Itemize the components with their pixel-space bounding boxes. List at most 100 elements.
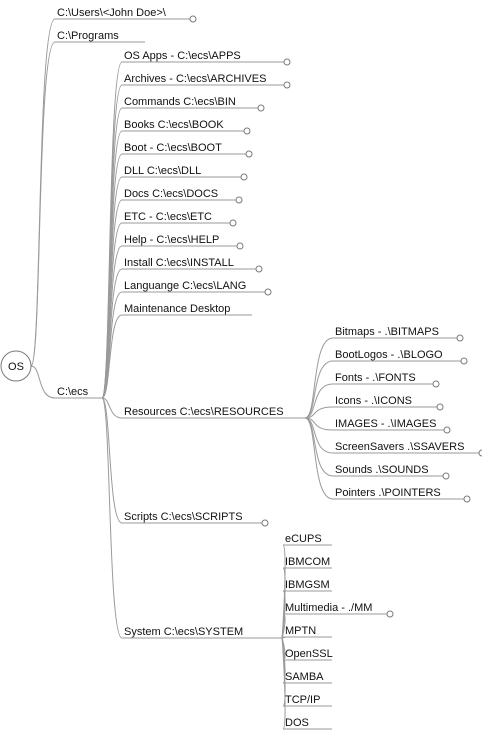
folder-node[interactable]: DLL C:\ecs\DLL	[122, 165, 248, 181]
collapsed-branch-icon[interactable]	[463, 495, 471, 503]
collapsed-branch-icon[interactable]	[432, 380, 440, 388]
collapsed-branch-icon[interactable]	[229, 219, 237, 227]
subfolder-node-label: eCUPS	[285, 533, 322, 545]
subfolder-node[interactable]: Icons - .\ICONS	[333, 395, 444, 411]
subfolder-node-label: Multimedia - ./MM	[285, 602, 372, 614]
subfolder-node-label: MPTN	[285, 625, 316, 637]
folder-node[interactable]: OS Apps - C:\ecs\APPS	[122, 50, 291, 66]
branch-node[interactable]: C:\Users\<John Doe>\	[55, 7, 197, 23]
collapsed-branch-icon[interactable]	[443, 426, 451, 434]
mind-map-connectors	[30, 18, 334, 730]
folder-node-label: Commands C:\ecs\BIN	[124, 96, 236, 108]
subfolder-node[interactable]: Bitmaps - .\BITMAPS	[333, 326, 464, 342]
branch-node-label: C:\Programs	[57, 30, 119, 42]
collapsed-branch-icon[interactable]	[283, 81, 291, 89]
folder-node[interactable]: Help - C:\ecs\HELP	[122, 234, 244, 250]
folder-node[interactable]: Boot - C:\ecs\BOOT	[122, 142, 253, 158]
collapsed-branch-icon[interactable]	[236, 242, 244, 250]
collapsed-branch-icon[interactable]	[240, 173, 248, 181]
branch-node-label: C:\ecs	[57, 386, 89, 398]
connector-level1	[30, 18, 56, 367]
subfolder-node-label: IMAGES - .\IMAGES	[335, 418, 436, 430]
subfolder-node[interactable]: TCP/IP	[283, 694, 332, 707]
folder-node-label: Archives - C:\ecs\ARCHIVES	[124, 73, 266, 85]
subfolder-node-label: BootLogos - .\BLOGO	[335, 349, 443, 361]
folder-node-label: ETC - C:\ecs\ETC	[124, 211, 212, 223]
connector-level3	[304, 406, 334, 419]
subfolder-node[interactable]: Fonts - .\FONTS	[333, 372, 440, 388]
subfolder-node-label: Sounds .\SOUNDS	[335, 464, 429, 476]
collapsed-branch-icon[interactable]	[255, 265, 263, 273]
folder-node[interactable]: Commands C:\ecs\BIN	[122, 96, 265, 112]
folder-node[interactable]: Books C:\ecs\BOOK	[122, 119, 251, 135]
collapsed-branch-icon[interactable]	[235, 196, 243, 204]
folder-node[interactable]: Install C:\ecs\INSTALL	[122, 257, 263, 273]
collapsed-branch-icon[interactable]	[456, 334, 464, 342]
subfolder-node[interactable]: OpenSSL	[283, 648, 333, 661]
subfolder-node[interactable]: Multimedia - ./MM	[283, 602, 394, 618]
folder-node[interactable]: ETC - C:\ecs\ETC	[122, 211, 237, 227]
collapsed-branch-icon[interactable]	[460, 357, 468, 365]
folder-node-label: OS Apps - C:\ecs\APPS	[124, 50, 241, 62]
collapsed-branch-icon[interactable]	[478, 449, 482, 457]
connector-level3	[304, 337, 334, 419]
subfolder-node[interactable]: ScreenSavers .\SSAVERS	[333, 441, 482, 457]
branch-node[interactable]: C:\Programs	[55, 30, 145, 43]
subfolder-node-label: DOS	[285, 717, 309, 729]
subfolder-node[interactable]: SAMBA	[283, 671, 332, 684]
folder-node[interactable]: Scripts C:\ecs\SCRIPTS	[122, 511, 269, 527]
folder-node[interactable]: Maintenance Desktop	[122, 303, 252, 316]
collapsed-branch-icon[interactable]	[442, 472, 450, 480]
folder-node-label: Docs C:\ecs\DOCS	[124, 188, 218, 200]
collapsed-branch-icon[interactable]	[243, 127, 251, 135]
connector-level2	[101, 397, 123, 419]
folder-node[interactable]: Docs C:\ecs\DOCS	[122, 188, 243, 204]
folder-node[interactable]: System C:\ecs\SYSTEM	[122, 626, 282, 639]
branch-node[interactable]: C:\ecs	[55, 386, 102, 399]
connector-level1	[30, 41, 56, 367]
collapsed-branch-icon[interactable]	[245, 150, 253, 158]
subfolder-node-label: Bitmaps - .\BITMAPS	[335, 326, 439, 338]
subfolder-node[interactable]: IMAGES - .\IMAGES	[333, 418, 451, 434]
folder-node-label: Boot - C:\ecs\BOOT	[124, 142, 222, 154]
subfolder-node[interactable]: IBMGSM	[283, 579, 332, 592]
subfolder-node-label: OpenSSL	[285, 648, 333, 660]
root-node-label: OS	[8, 361, 24, 373]
folder-node[interactable]: Languange C:\ecs\LANG	[122, 280, 272, 296]
connector-level3	[304, 383, 334, 419]
subfolder-node[interactable]: DOS	[283, 717, 332, 730]
subfolder-node[interactable]: MPTN	[283, 625, 332, 638]
folder-node-label: System C:\ecs\SYSTEM	[124, 626, 243, 638]
collapsed-branch-icon[interactable]	[436, 403, 444, 411]
connector-level3	[304, 417, 334, 500]
folder-node[interactable]: Resources C:\ecs\RESOURCES	[122, 406, 305, 419]
subfolder-node-label: ScreenSavers .\SSAVERS	[335, 441, 464, 453]
folder-node-label: Install C:\ecs\INSTALL	[124, 257, 234, 269]
folder-node-label: Books C:\ecs\BOOK	[124, 119, 224, 131]
folder-node[interactable]: Archives - C:\ecs\ARCHIVES	[122, 73, 291, 89]
collapsed-branch-icon[interactable]	[257, 104, 265, 112]
folder-node-label: Maintenance Desktop	[124, 303, 230, 315]
subfolder-node[interactable]: Sounds .\SOUNDS	[333, 464, 450, 480]
subfolder-node[interactable]: eCUPS	[283, 533, 332, 546]
folder-node-label: DLL C:\ecs\DLL	[124, 165, 201, 177]
subfolder-node-label: Icons - .\ICONS	[335, 395, 412, 407]
root-node[interactable]: OS	[0, 350, 32, 382]
collapsed-branch-icon[interactable]	[189, 15, 197, 23]
collapsed-branch-icon[interactable]	[261, 519, 269, 527]
connector-level1	[30, 365, 56, 399]
branch-node-label: C:\Users\<John Doe>\	[57, 7, 167, 19]
subfolder-node[interactable]: IBMCOM	[283, 556, 332, 569]
subfolder-node[interactable]: Pointers .\POINTERS	[333, 487, 471, 503]
subfolder-node-label: IBMCOM	[285, 556, 330, 568]
connector-level3	[304, 360, 334, 419]
subfolder-node-label: Fonts - .\FONTS	[335, 372, 416, 384]
connector-level2	[101, 314, 123, 399]
folder-node-label: Help - C:\ecs\HELP	[124, 234, 219, 246]
collapsed-branch-icon[interactable]	[264, 288, 272, 296]
subfolder-node[interactable]: BootLogos - .\BLOGO	[333, 349, 468, 365]
collapsed-branch-icon[interactable]	[283, 58, 291, 66]
collapsed-branch-icon[interactable]	[386, 610, 394, 618]
